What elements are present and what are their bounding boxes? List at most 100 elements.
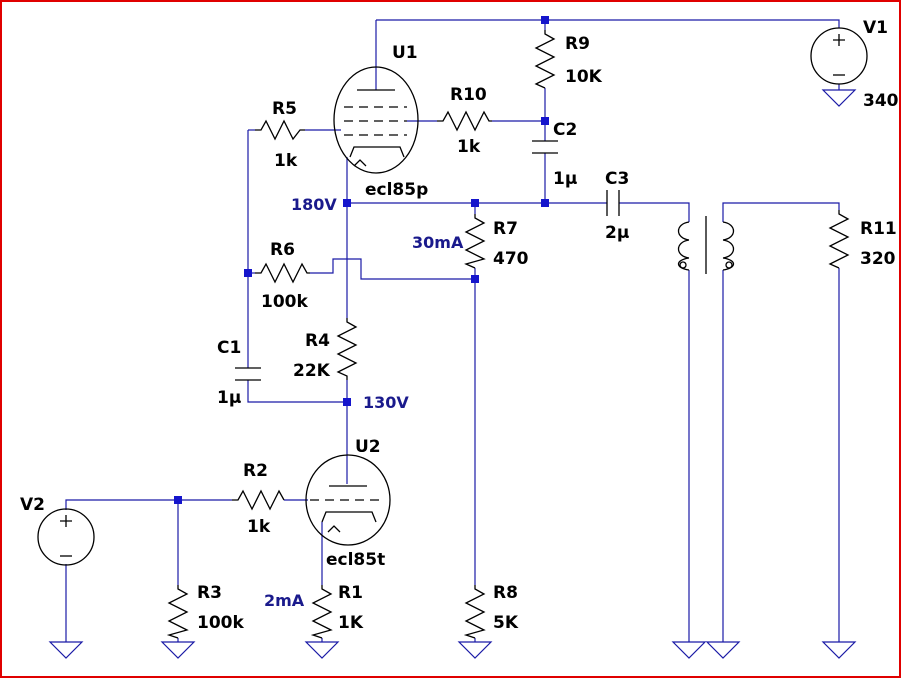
ground-symbol <box>48 641 84 659</box>
v1-name: V1 <box>863 18 888 38</box>
r8-name: R8 <box>493 583 518 603</box>
plus-sign <box>833 34 845 46</box>
voltage-source-v2 <box>37 508 95 566</box>
ground-symbol <box>821 641 857 659</box>
r3-value: 100k <box>197 613 244 633</box>
voltage-source-v1 <box>810 27 868 85</box>
r5-name: R5 <box>272 99 297 119</box>
r10-name: R10 <box>450 85 487 105</box>
tube-heater <box>327 525 341 533</box>
r8-value: 5K <box>493 613 519 633</box>
c1-name: C1 <box>217 338 241 358</box>
phase-dot-secondary <box>725 261 733 269</box>
transformer-primary-winding <box>677 221 690 271</box>
u2-name: U2 <box>355 437 381 457</box>
voltage-130-annotation: 130V <box>363 393 409 412</box>
ground-symbol <box>821 89 857 107</box>
ground-symbol <box>671 641 707 659</box>
resistor-r5 <box>255 119 305 141</box>
tube-u1 <box>333 66 419 174</box>
r6-name: R6 <box>270 240 295 260</box>
wire-xfmr-secondary-top <box>722 202 840 222</box>
r3-name: R3 <box>197 583 222 603</box>
tube-envelope <box>333 66 419 174</box>
transformer-secondary-winding <box>722 221 735 271</box>
resistor-r6 <box>255 262 310 284</box>
capacitors <box>235 140 620 381</box>
junction-dot <box>174 496 182 504</box>
ground-symbol <box>160 641 196 659</box>
tube-heater <box>353 159 367 167</box>
grounds <box>48 89 857 659</box>
resistor-r3 <box>166 585 189 639</box>
component-labels: U1 ecl85p U2 ecl85t V1 340 V2 R9 10K R10… <box>20 18 899 633</box>
c2-value: 1µ <box>553 169 577 189</box>
junction-dot <box>343 199 351 207</box>
r7-name: R7 <box>493 219 518 239</box>
tube-u2 <box>305 454 391 546</box>
source-circle <box>810 27 868 85</box>
c3-name: C3 <box>605 169 629 189</box>
resistor-r11 <box>828 210 850 269</box>
r4-name: R4 <box>305 331 330 351</box>
wire-r6-crossover <box>310 258 362 274</box>
annotations: 180V 130V 30mA 2mA <box>264 195 464 610</box>
tube-envelope <box>305 454 391 546</box>
v1-value: 340 <box>863 91 899 111</box>
tube-cathode <box>321 511 377 523</box>
r7-value: 470 <box>493 249 529 269</box>
wire-v2-top <box>65 499 232 510</box>
ground-symbol <box>705 641 741 659</box>
r11-value: 320 <box>860 249 896 269</box>
resistor-r8 <box>463 585 486 639</box>
r2-name: R2 <box>243 461 268 481</box>
u1-name: U1 <box>392 43 418 63</box>
tube-cathode <box>349 146 405 158</box>
ground-symbol <box>304 641 340 659</box>
capacitor-c1 <box>235 367 261 381</box>
ground-symbol <box>457 641 493 659</box>
wires <box>65 19 840 642</box>
voltage-180-annotation: 180V <box>291 195 337 214</box>
phase-dot-primary <box>679 261 687 269</box>
u2-model: ecl85t <box>326 550 385 570</box>
resistor-r1 <box>310 585 333 639</box>
junction-dot <box>244 269 252 277</box>
junction-dot <box>471 275 479 283</box>
r1-value: 1K <box>338 613 364 633</box>
resistor-r9 <box>534 30 556 89</box>
resistor-r10 <box>437 110 492 132</box>
junction-dot <box>541 16 549 24</box>
capacitor-c3 <box>606 190 620 216</box>
r2-value: 1k <box>247 517 271 537</box>
r11-name: R11 <box>860 219 897 239</box>
resistor-r4 <box>336 318 358 380</box>
resistor-r7 <box>464 214 486 269</box>
r9-value: 10K <box>565 67 603 87</box>
junction-dot <box>541 117 549 125</box>
current-30ma-annotation: 30mA <box>412 233 464 252</box>
current-2ma-annotation: 2mA <box>264 591 305 610</box>
junction-dot <box>471 199 479 207</box>
v2-name: V2 <box>20 495 45 515</box>
source-circle <box>37 508 95 566</box>
u1-model: ecl85p <box>365 180 428 200</box>
r5-value: 1k <box>274 151 298 171</box>
c1-value: 1µ <box>217 388 241 408</box>
resistor-r2 <box>232 489 285 511</box>
r6-value: 100k <box>261 292 308 312</box>
wire-c3-to-xfmr <box>619 202 690 222</box>
resistors <box>166 30 850 639</box>
junction-dot <box>541 199 549 207</box>
wire-top-rail <box>376 19 840 28</box>
wire-c1-bottom <box>247 380 347 403</box>
r4-value: 22K <box>293 361 331 381</box>
r9-name: R9 <box>565 34 590 54</box>
capacitor-c2 <box>532 140 558 154</box>
wire-hook-to-r7 <box>360 273 475 280</box>
output-transformer <box>677 216 735 274</box>
c3-value: 2µ <box>605 223 629 243</box>
r10-value: 1k <box>457 137 481 157</box>
